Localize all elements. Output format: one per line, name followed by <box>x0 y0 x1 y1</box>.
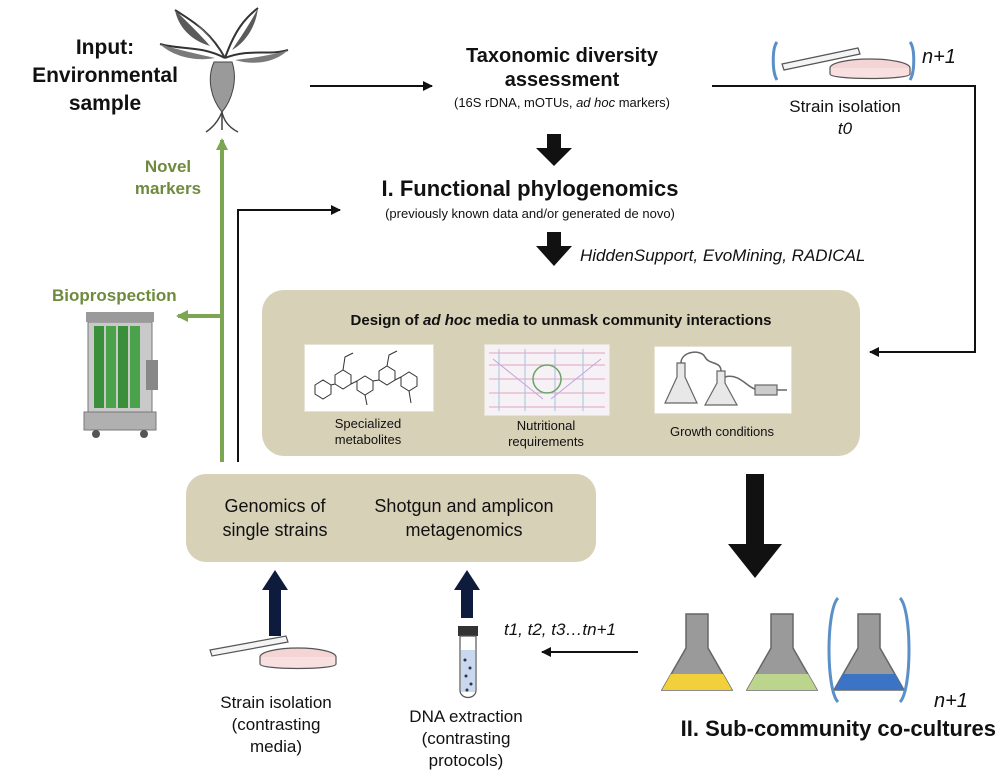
arrow-genomics-to-functional <box>237 205 341 462</box>
growth-conditions-thumbnail <box>654 346 792 414</box>
flask-green <box>745 613 819 691</box>
flask-blue <box>827 596 911 704</box>
molecule-icon <box>314 350 418 406</box>
navy-arrow-extraction <box>454 570 480 618</box>
bottom-n-plus-1: n+1 <box>934 690 968 712</box>
cocultures-title: II. Sub-community co-cultures <box>680 716 996 741</box>
plant-illustration <box>159 7 289 133</box>
network-map-icon <box>485 345 609 415</box>
taxonomy-title: Taxonomic diversity assessment <box>466 45 658 91</box>
functional-title: I. Functional phylogenomics <box>381 176 679 201</box>
flask-setup-icon <box>664 351 787 406</box>
bioprospection-label: Bioprospection <box>52 286 177 305</box>
bottom-strain-isolation: Strain isolation (contrasting media) <box>220 693 332 756</box>
nutritional-requirements-label: Nutritional requirements <box>508 418 584 449</box>
novel-markers-label: Novel markers <box>134 157 202 198</box>
timepoints-label: t1, t2, t3…tn+1 <box>504 620 616 639</box>
bioreactor-illustration <box>83 312 158 438</box>
top-strain-isolation: Strain isolation t0 <box>789 97 901 138</box>
growth-conditions-label: Growth conditions <box>669 424 775 439</box>
genomics-single-strains: Genomics of single strains <box>222 496 328 540</box>
nutritional-requirements-thumbnail <box>484 344 610 416</box>
dna-tube <box>458 626 478 699</box>
functional-tools: HiddenSupport, EvoMining, RADICAL <box>580 246 866 265</box>
input-label: Input: Environmental sample <box>20 34 190 118</box>
bottom-petri-dish <box>209 635 337 670</box>
design-title: Design of ad hoc media to unmask communi… <box>350 312 772 329</box>
input-line2: Environmental <box>32 64 178 87</box>
arrow-to-design-right <box>712 85 976 357</box>
taxonomy-subtitle: (16S rDNA, mOTUs, ad hoc markers) <box>453 95 670 110</box>
flask-yellow <box>660 613 734 691</box>
top-n-plus-1: n+1 <box>922 46 956 68</box>
genomics-box: Genomics of single strains Shotgun and a… <box>186 474 596 562</box>
top-petri-dish <box>771 41 916 81</box>
functional-subtitle: (previously known data and/or generated … <box>385 206 675 221</box>
thick-arrow-design-to-cocultures <box>728 474 782 578</box>
thick-arrow-taxonomy-to-functional <box>536 134 572 166</box>
thick-arrow-functional-to-design <box>536 232 572 266</box>
navy-arrow-isolation <box>262 570 288 636</box>
taxonomy-block: Taxonomic diversity assessment (16S rDNA… <box>392 44 732 110</box>
dna-extraction: DNA extraction (contrasting protocols) <box>409 707 523 770</box>
input-line1: Input: <box>75 36 135 59</box>
specialized-metabolites-label: Specialized metabolites <box>334 416 402 447</box>
genomics-metagenomics: Shotgun and amplicon metagenomics <box>374 496 554 540</box>
design-box: Design of ad hoc media to unmask communi… <box>262 290 860 456</box>
input-line3: sample <box>68 92 142 115</box>
specialized-metabolites-thumbnail <box>304 344 434 412</box>
